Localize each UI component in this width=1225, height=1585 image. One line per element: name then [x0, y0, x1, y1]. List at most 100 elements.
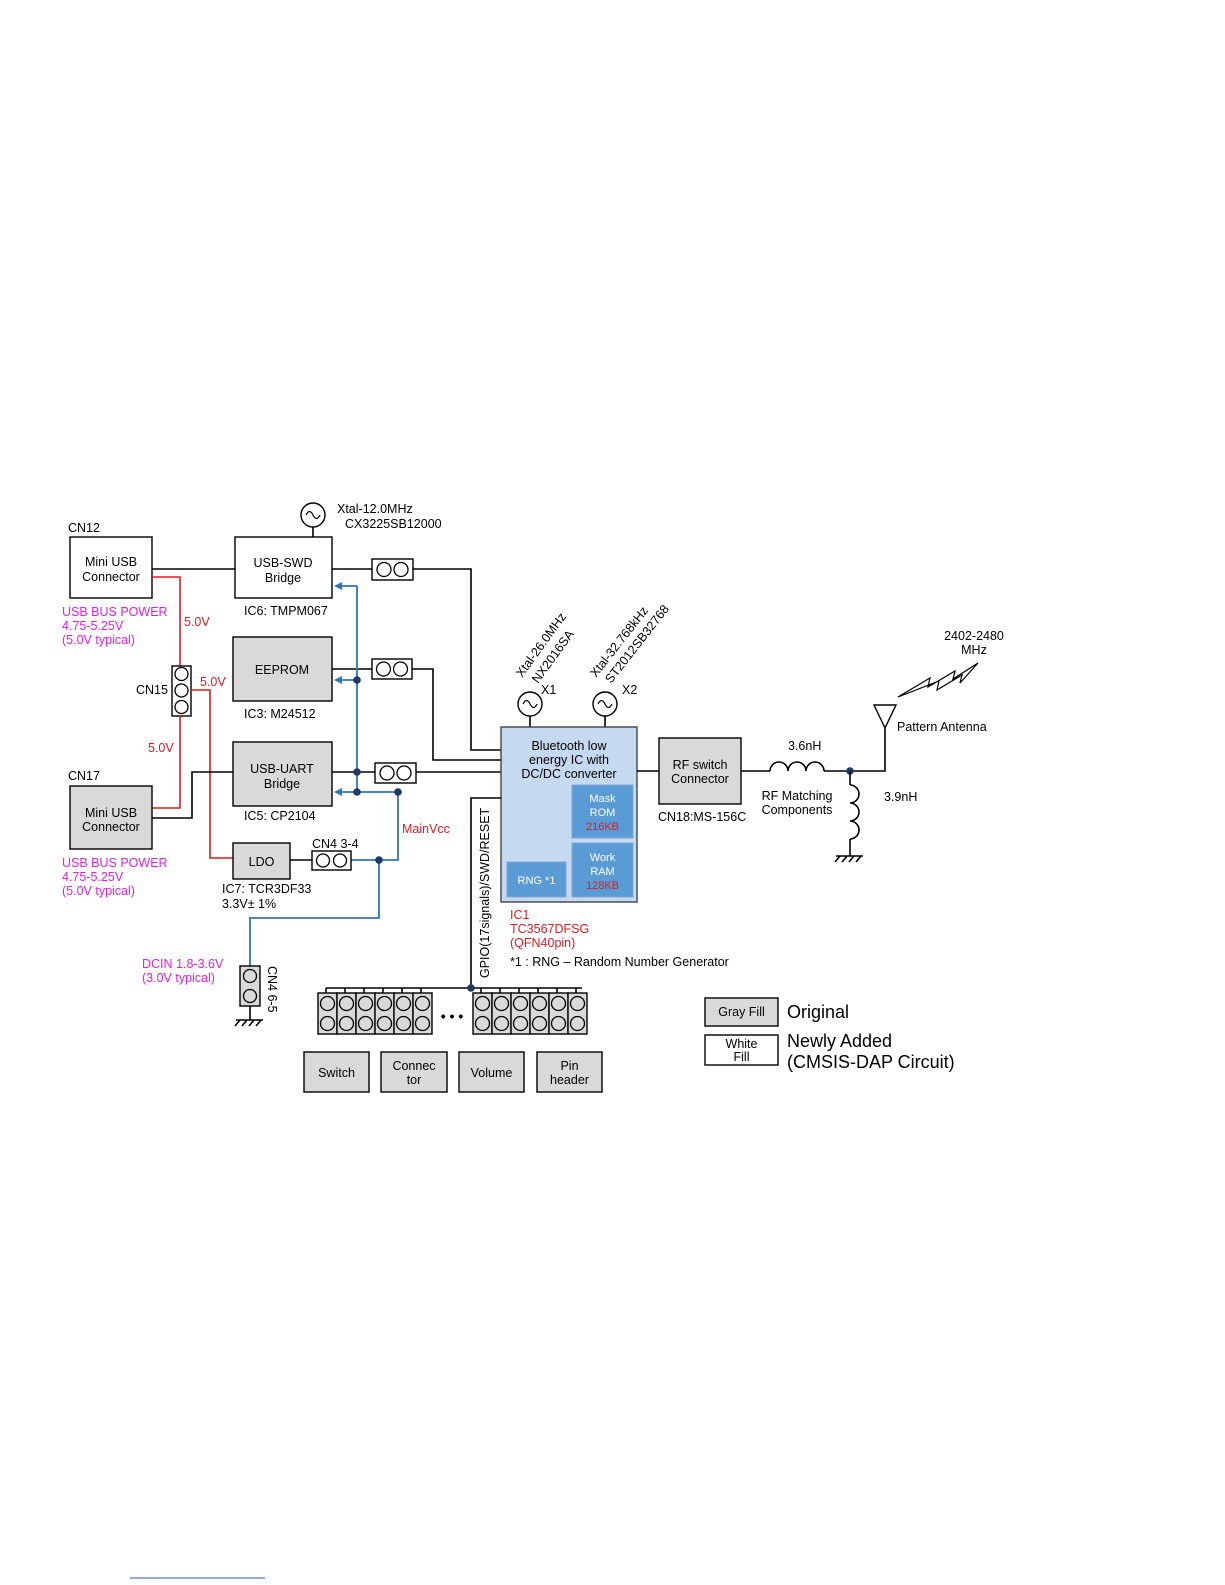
usb-uart-label-line1: USB-UART [250, 762, 314, 776]
header-pin [493, 995, 510, 1012]
header-pin [569, 995, 586, 1012]
pin-header-box [536, 1051, 603, 1093]
usb-swd-label-line1: USB-SWD [253, 556, 312, 570]
ground-icon [834, 855, 863, 863]
header-pin [319, 1015, 336, 1032]
volume-label: Volume [471, 1066, 513, 1080]
jumper-cn4-3-4-pin [332, 853, 348, 868]
legend-white-swatch [704, 1034, 779, 1066]
header-pin [474, 1015, 491, 1032]
wire-inductor-to-antenna [824, 728, 886, 772]
jumper-swd-pin [376, 561, 392, 578]
legend-white-label-line2: Fill [734, 1050, 750, 1064]
rf-switch-box [658, 737, 742, 805]
xtal-12mhz-label: Xtal-12.0MHz [337, 502, 413, 516]
series-inductor-icon [769, 761, 825, 772]
header-pin [414, 1015, 431, 1032]
usb-swd-part: IC6: TMPM067 [244, 604, 328, 618]
wire-5v-cn12-to-cn15 [152, 576, 181, 666]
junction-node [375, 856, 383, 864]
ic1-desc-line3: DC/DC converter [521, 767, 616, 781]
series-inductor-value: 3.6nH [788, 739, 821, 753]
antenna-label: Pattern Antenna [897, 720, 987, 734]
jumper-eeprom-pin [375, 661, 392, 677]
connector-label-line1: Connec [392, 1059, 435, 1073]
work-ram-box [571, 842, 634, 898]
header-pin [338, 1015, 355, 1032]
header-pin [569, 1015, 586, 1032]
antenna-icon [872, 704, 898, 730]
cn4-3-4-ref: CN4 3-4 [312, 837, 359, 851]
xtal-12mhz-part: CX3225SB12000 [345, 517, 442, 531]
wire-gpio-from-ic1 [470, 797, 501, 988]
cn12-mini-usb-box [69, 536, 153, 599]
junction-node [394, 788, 402, 796]
rng-footnote: *1 : RNG – Random Number Generator [510, 955, 729, 969]
ldo-label: LDO [249, 855, 275, 869]
usb-swd-label-line2: Bridge [265, 571, 301, 585]
wire-5v-cn15-to-cn17 [152, 716, 181, 809]
legend-white-meaning-line1: Newly Added [787, 1031, 892, 1051]
cn15-pin-2 [174, 683, 189, 698]
net-5v-mid: 5.0V [200, 675, 226, 689]
x2-ref: X2 [622, 683, 637, 697]
ldo-box [232, 842, 291, 880]
legend-gray-meaning: Original [787, 1002, 849, 1022]
header-pin [531, 995, 548, 1012]
cn12-power-line1: USB BUS POWER [62, 605, 168, 619]
ldo-part: IC7: TCR3DF33 [222, 882, 311, 896]
ic1-desc-line1: Bluetooth low [531, 739, 607, 753]
header-ellipsis: • • • [441, 1008, 464, 1024]
work-ram-line2: RAM [590, 866, 614, 878]
net-gpio-label: GPIO(17signals)/SWD/RESET [478, 807, 492, 978]
cn4-6-5-pin [242, 968, 258, 984]
net-mainvcc: MainVcc [402, 822, 450, 836]
cn12-ref: CN12 [68, 521, 100, 535]
eeprom-part: IC3: M24512 [244, 707, 316, 721]
wire-cn17-to-usb-uart [152, 771, 233, 819]
legend-white-label-line1: White [726, 1037, 758, 1051]
legend-gray-swatch [704, 997, 779, 1027]
rf-matching-label-line1: RF Matching [762, 789, 833, 803]
work-ram-size: 128KB [586, 880, 619, 892]
mask-rom-line2: ROM [590, 807, 616, 819]
jumper-uart-pin [379, 765, 395, 781]
header-pin [512, 995, 529, 1012]
x2-sine-icon [597, 699, 613, 709]
ldo-tolerance: 3.3V± 1% [222, 897, 276, 911]
eeprom-label: EEPROM [255, 663, 309, 677]
cn17-label-line1: Mini USB [85, 806, 137, 820]
cn12-power-line3: (5.0V typical) [62, 633, 135, 647]
header-pin [550, 1015, 567, 1032]
junction-node [467, 984, 475, 992]
header-pin [512, 1015, 529, 1032]
switch-box [303, 1051, 370, 1093]
ic1-ref: IC1 [510, 908, 530, 922]
rng-box [506, 861, 567, 898]
cn4-6-5-pin [242, 988, 258, 1004]
junction-node [353, 788, 361, 796]
header-pin [357, 1015, 374, 1032]
connector-label-line2: tor [407, 1073, 422, 1087]
rng-label: RNG *1 [518, 875, 556, 887]
ground-icon [234, 1019, 263, 1027]
cn12-power-line2: 4.75-5.25V [62, 619, 124, 633]
net-5v-top: 5.0V [184, 615, 210, 629]
cn17-ref: CN17 [68, 769, 100, 783]
wire-5v-cn15-to-ldo [191, 689, 233, 859]
dcin-typical: (3.0V typical) [142, 971, 215, 985]
mask-rom-size: 216KB [586, 821, 619, 833]
header-pin [531, 1015, 548, 1032]
gpio-pin-headers [317, 988, 588, 1035]
cn4-6-5-ref: CN4 6-5 [265, 966, 279, 1013]
jumper-uart-pin [396, 765, 412, 781]
pin-header-label-line1: Pin [560, 1059, 578, 1073]
dcin-label: DCIN 1.8-3.6V [142, 957, 224, 971]
antenna-band-line2: MHz [961, 643, 987, 657]
jumper-cn4-3-4-pin [315, 853, 331, 868]
xtal-12mhz-sine-icon [305, 510, 321, 520]
junction-node [353, 768, 361, 776]
usb-uart-part: IC5: CP2104 [244, 809, 316, 823]
mask-rom-box [571, 784, 634, 839]
junction-node [353, 676, 361, 684]
